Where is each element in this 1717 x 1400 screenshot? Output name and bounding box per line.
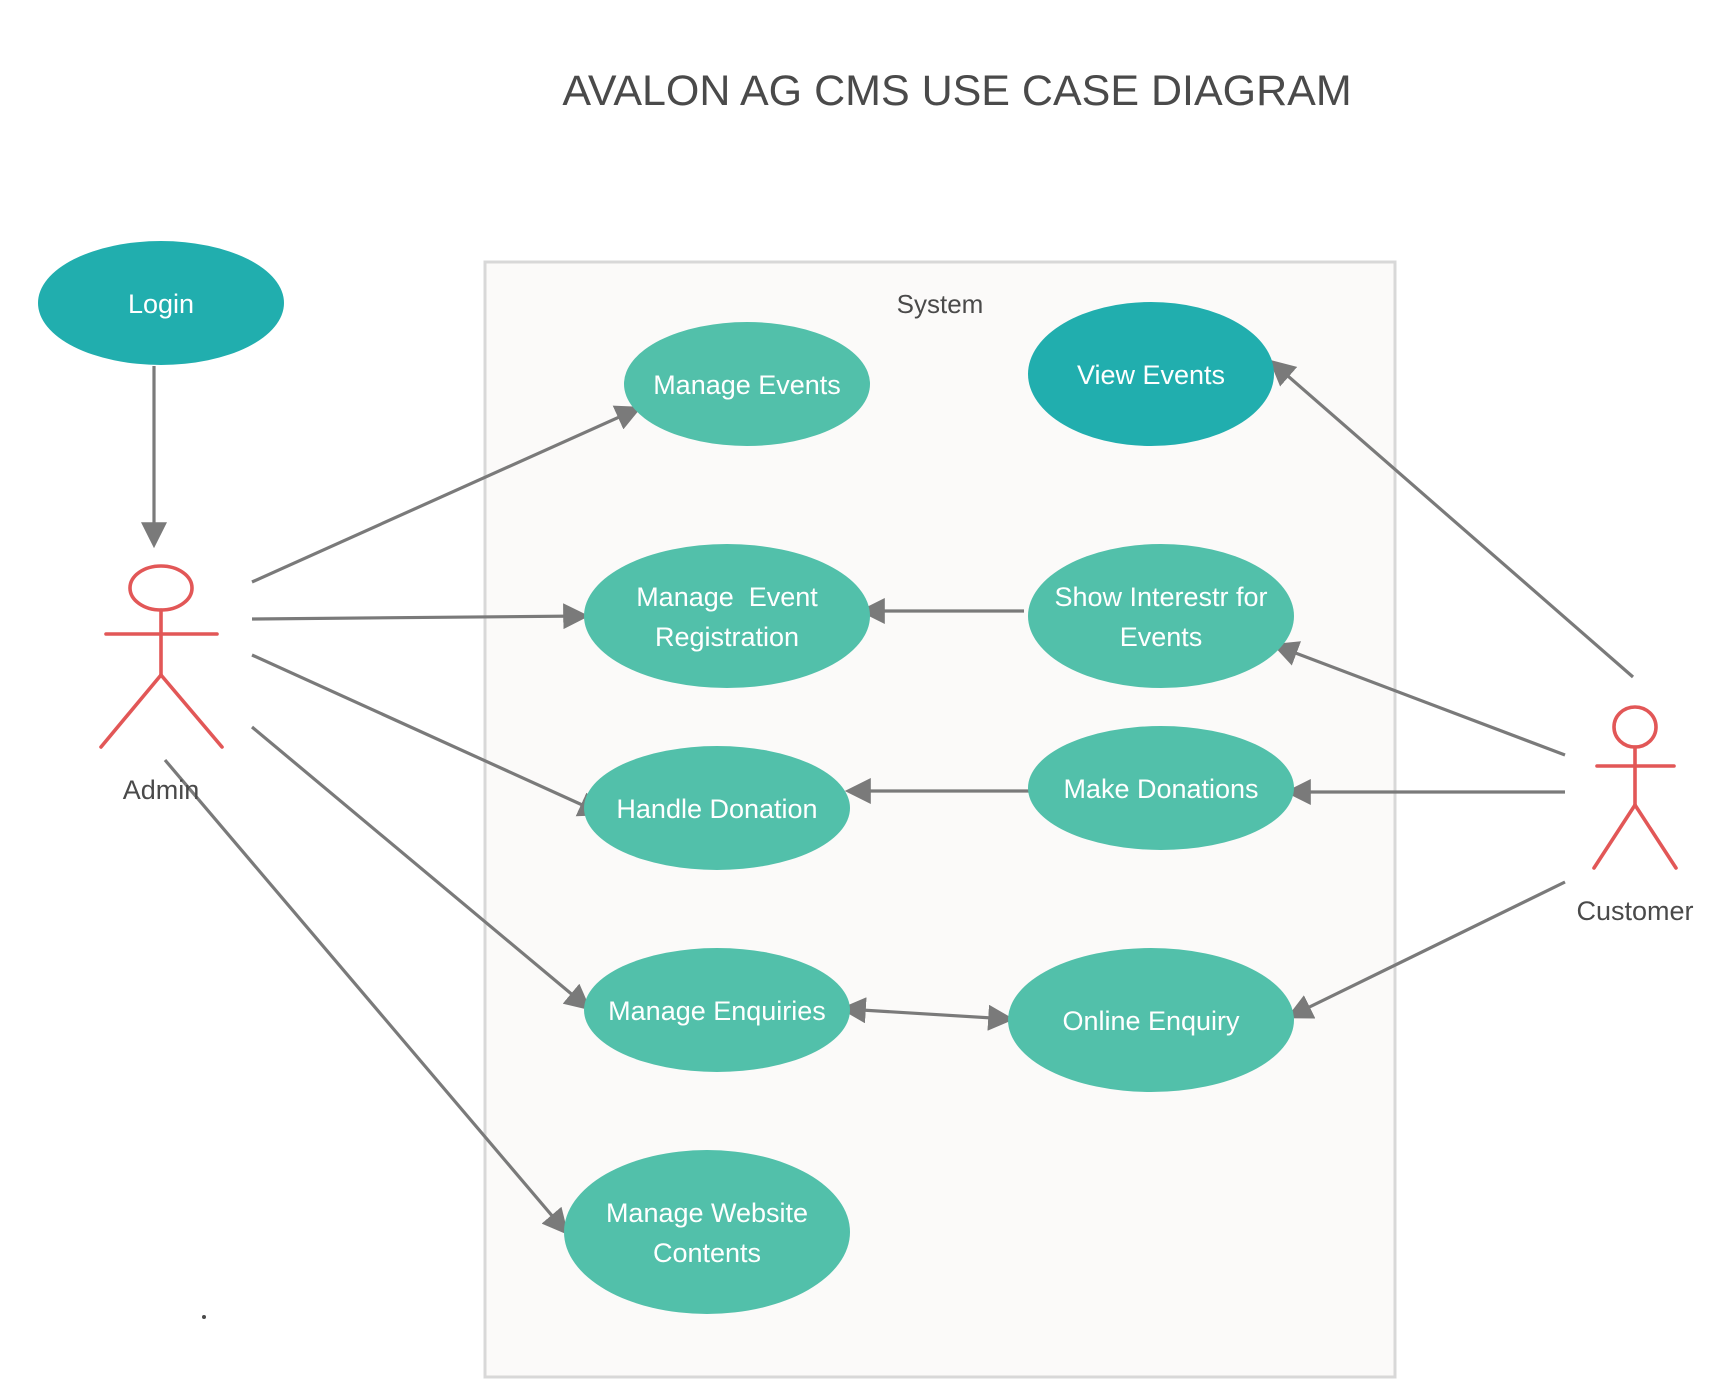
stick-figure-icon	[1592, 705, 1678, 870]
use-case-label: Manage Website	[606, 1198, 808, 1228]
use-case-label: Handle Donation	[616, 794, 817, 824]
actor-admin: Admin	[99, 564, 224, 805]
edge-customer-show-interest	[1272, 641, 1566, 757]
use-case-label: Login	[128, 289, 194, 319]
use-case-make-donations: Make Donations	[1028, 726, 1294, 850]
edge-customer-online-enquiry	[1286, 880, 1566, 1019]
edge-manage-enquiries-online-enquiry	[839, 997, 1015, 1031]
stray-dot	[202, 1315, 206, 1319]
edge-admin-manage-website-contents	[163, 758, 569, 1235]
use-case-show-interest: Show Interestr for Events	[1028, 544, 1294, 688]
diagram-title: AVALON AG CMS USE CASE DIAGRAM	[562, 67, 1351, 115]
use-case-label: View Events	[1077, 360, 1225, 390]
edge-admin-manage-event-registration	[251, 603, 590, 630]
use-case-label: Make Donations	[1063, 774, 1258, 804]
use-case-label: Manage Events	[653, 370, 841, 400]
use-case-label: Manage Enquiries	[608, 996, 826, 1026]
use-case-handle-donation: Handle Donation	[584, 746, 850, 870]
actor-customer: Customer	[1576, 705, 1694, 926]
use-case-manage-enquiries: Manage Enquiries	[584, 948, 850, 1072]
use-case-login: Login	[38, 241, 284, 365]
use-case-label: Contents	[653, 1238, 761, 1268]
actor-label: Customer	[1576, 896, 1693, 926]
edge-admin-manage-events	[251, 405, 642, 584]
use-case-label: Events	[1120, 622, 1203, 652]
relations	[141, 359, 1635, 1235]
use-case-label: Show Interestr for	[1054, 582, 1267, 612]
use-case-label: Manage Event	[636, 582, 818, 612]
use-case-manage-website-contents: Manage Website Contents	[564, 1150, 850, 1314]
use-case-label: Registration	[655, 622, 799, 652]
system-label: System	[897, 289, 984, 319]
stick-figure-icon	[99, 564, 224, 749]
edge-admin-handle-donation	[251, 653, 605, 817]
use-case-manage-events: Manage Events	[624, 322, 870, 446]
edge-admin-manage-enquiries	[250, 725, 591, 1011]
edge-customer-view-events	[1269, 359, 1635, 679]
use-case-view-events: View Events	[1028, 302, 1274, 446]
use-case-manage-event-registration: Manage Event Registration	[584, 544, 870, 688]
use-case-online-enquiry: Online Enquiry	[1008, 948, 1294, 1092]
use-case-label: Online Enquiry	[1062, 1006, 1240, 1036]
actor-label: Admin	[123, 775, 200, 805]
